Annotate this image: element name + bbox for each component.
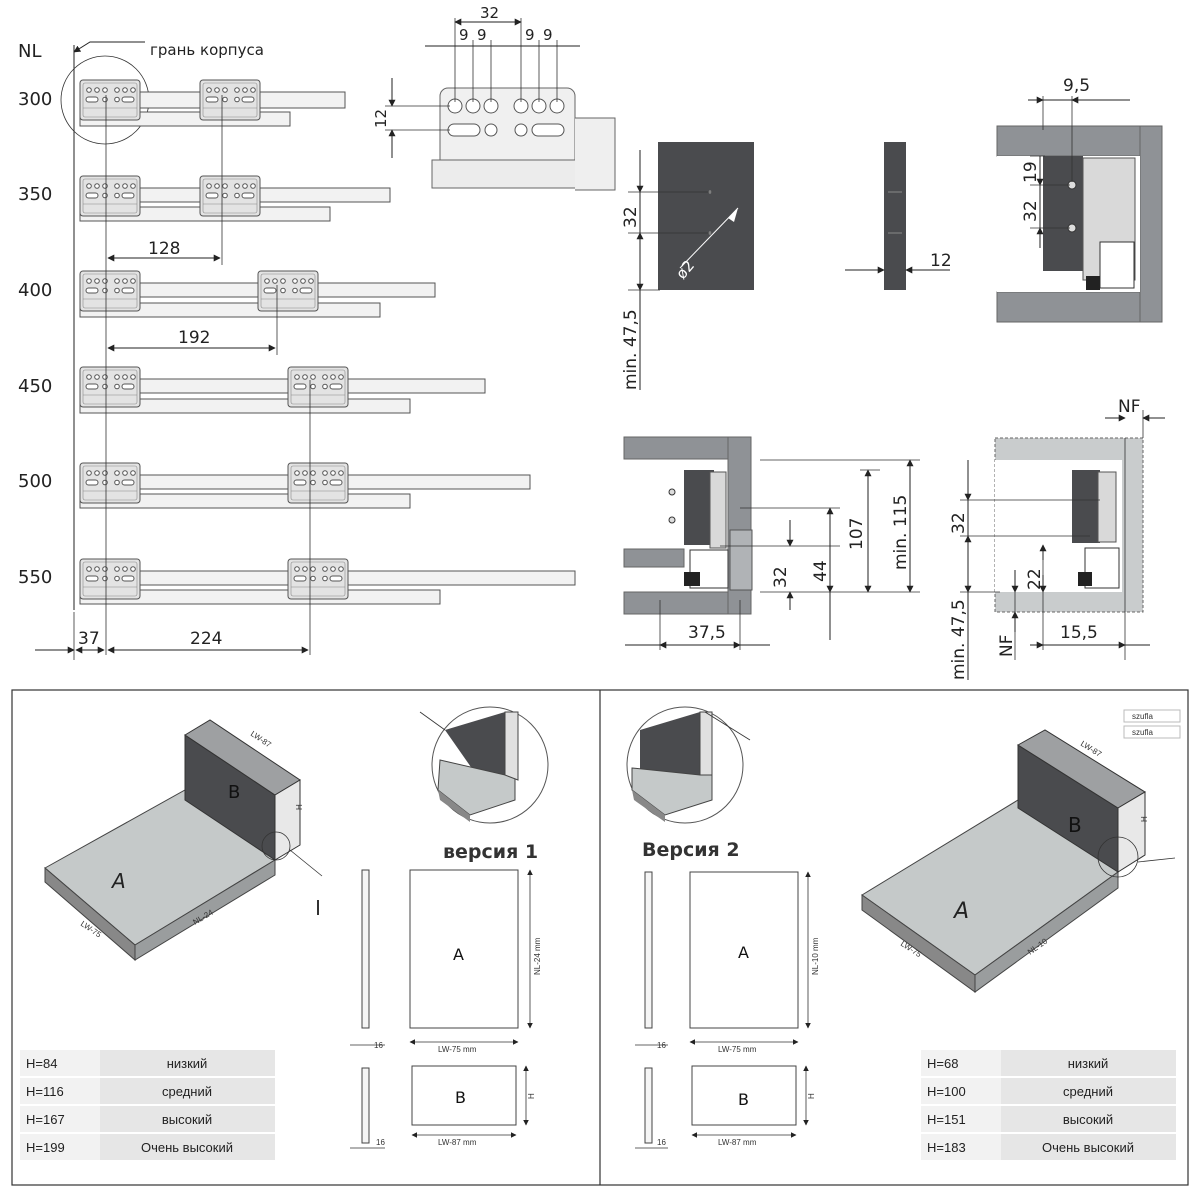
joint-detail-2	[626, 706, 751, 824]
flat-label-a: A	[738, 943, 749, 962]
flat-label-b: B	[455, 1088, 466, 1107]
flat-b-width: LW-87 mm	[438, 1138, 477, 1147]
hole-pattern-detail: 32 9 9 9 9 12	[372, 4, 616, 191]
dim-44: 44	[811, 560, 831, 582]
cabinet-section-bottom-right: NF 32 min. 47,5 NF 22 15,5	[949, 397, 1165, 680]
cabinet-section-top: 9,5 19 32	[996, 76, 1163, 323]
thickness-a: 16	[657, 1041, 666, 1050]
table-name: высокий	[1063, 1112, 1113, 1127]
dim-9: 9	[525, 26, 535, 44]
joint-detail-1	[419, 706, 549, 824]
flat-b-height: H	[527, 1093, 536, 1099]
runner-300	[79, 79, 346, 127]
table-h: H=116	[26, 1084, 64, 1099]
row-label: 300	[18, 89, 52, 110]
dim-lw-87: LW-87	[249, 729, 273, 750]
version-label: Версия 2	[642, 839, 740, 861]
table-name: высокий	[162, 1112, 212, 1127]
height-table-2: H=68 низкий H=100 средний H=151 высокий …	[921, 1050, 1176, 1160]
panel-version-2: Версия 2 A B LW-75 mm NL-10 mm LW-87 mm …	[626, 706, 1181, 1160]
label-a: A	[952, 899, 969, 924]
flat-label-a: A	[453, 945, 464, 964]
dim-9: 9	[477, 26, 487, 44]
dim-min-47-5: min. 47,5	[621, 309, 641, 390]
dim-min-115: min. 115	[891, 495, 911, 570]
dim-15-5: 15,5	[1060, 623, 1098, 643]
height-table-1: H=84 низкий H=116 средний H=167 высокий …	[20, 1050, 275, 1160]
table-h: H=167	[26, 1112, 65, 1127]
runner-400	[79, 270, 436, 318]
dim-32: 32	[1021, 200, 1041, 222]
row-label: 450	[18, 376, 52, 397]
dim-min-47-5: min. 47,5	[949, 599, 969, 680]
dim-37-5: 37,5	[688, 623, 726, 643]
label-a: A	[110, 869, 126, 893]
runner-length-diagram: NL грань корпуса 300 350 400 450 500 550	[18, 41, 576, 660]
dim-224: 224	[190, 629, 222, 649]
label-b: B	[1068, 813, 1082, 837]
dim-32: 32	[480, 4, 499, 22]
flat-a-width: LW-75 mm	[438, 1045, 477, 1054]
flat-a-width: LW-75 mm	[718, 1045, 757, 1054]
dim-32: 32	[949, 512, 969, 534]
table-h: H=199	[26, 1140, 65, 1155]
runner-450	[79, 366, 486, 414]
dim-h: H	[295, 804, 304, 810]
flat-b-width: LW-87 mm	[718, 1138, 757, 1147]
thickness-a: 16	[374, 1041, 383, 1050]
dim-32: 32	[621, 206, 641, 228]
flat-a-height: NL-24 mm	[533, 937, 542, 975]
tag-1: szufla	[1132, 712, 1153, 721]
table-name: низкий	[167, 1056, 208, 1071]
tag-2: szufla	[1132, 728, 1153, 737]
edge-label: грань корпуса	[150, 41, 264, 59]
label-b: B	[228, 782, 240, 803]
table-name: средний	[1063, 1084, 1113, 1099]
dim-12: 12	[930, 251, 952, 271]
dim-22: 22	[1025, 568, 1045, 590]
dim-19: 19	[1021, 161, 1041, 183]
runner-550	[79, 558, 576, 605]
table-h: H=68	[927, 1056, 958, 1071]
row-label: 500	[18, 471, 52, 492]
table-h: H=151	[927, 1112, 966, 1127]
dim-9-5: 9,5	[1063, 76, 1090, 96]
front-panel-drilling: 32 min. 47,5 ø2 12	[621, 142, 952, 390]
row-label: 550	[18, 567, 52, 588]
dim-107: 107	[847, 518, 867, 550]
dim-128: 128	[148, 239, 180, 259]
table-h: H=100	[927, 1084, 966, 1099]
nl-header: NL	[18, 41, 42, 62]
dim-192: 192	[178, 328, 210, 348]
edge-arrow	[73, 41, 145, 53]
dim-37: 37	[78, 629, 100, 649]
thickness-b: 16	[376, 1138, 385, 1147]
dim-32: 32	[771, 566, 791, 588]
table-name: Очень высокий	[141, 1140, 233, 1155]
table-name: средний	[162, 1084, 212, 1099]
nf-top: NF	[1118, 397, 1141, 417]
panel-version-1: A B LW-87 H LW-75 NL-24 версия 1 A B LW-…	[20, 706, 549, 1160]
cabinet-section-bottom-left: 32 44 107 min. 115 37,5	[623, 436, 920, 650]
table-name: Очень высокий	[1042, 1140, 1134, 1155]
flat-label-b: B	[738, 1090, 749, 1109]
dim-9: 9	[459, 26, 469, 44]
runner-350	[79, 175, 391, 222]
row-label: 400	[18, 280, 52, 301]
nf-bottom: NF	[997, 635, 1017, 658]
runner-500	[79, 462, 531, 509]
version-label: версия 1	[443, 841, 538, 863]
dim-9: 9	[543, 26, 553, 44]
dim-h: H	[1140, 816, 1149, 822]
flat-a-height: NL-10 mm	[811, 937, 820, 975]
table-h: H=183	[927, 1140, 966, 1155]
table-name: низкий	[1068, 1056, 1109, 1071]
row-label: 350	[18, 184, 52, 205]
thickness-b: 16	[657, 1138, 666, 1147]
flat-b-height: H	[807, 1093, 816, 1099]
dim-12: 12	[372, 109, 390, 128]
table-h: H=84	[26, 1056, 57, 1071]
